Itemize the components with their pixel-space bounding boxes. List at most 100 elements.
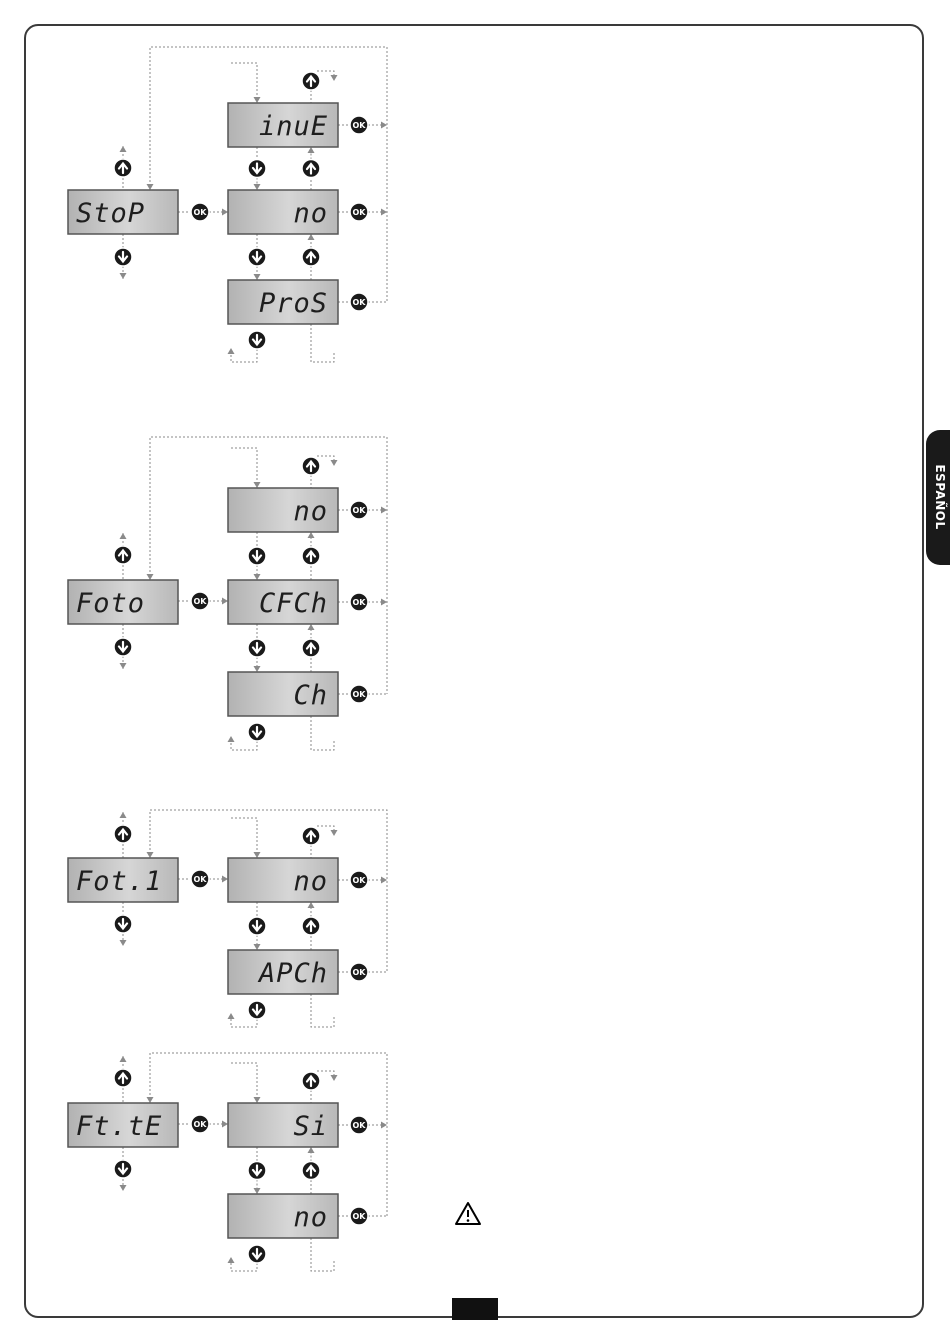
lcd-text: APCh (257, 958, 328, 989)
lcd-text: ProS (259, 288, 328, 319)
arrowhead (222, 598, 228, 605)
ok-button-label: OK (353, 968, 367, 977)
arrowhead (254, 274, 261, 280)
arrowhead (254, 97, 261, 103)
lcd-text: Fot.1 (76, 866, 162, 897)
ok-button-label: OK (194, 1120, 208, 1129)
arrowhead (120, 812, 127, 818)
arrowhead (308, 234, 315, 240)
lcd-text: CFCh (259, 588, 328, 619)
lcd-display: Ft.tE (68, 1103, 178, 1147)
connector-line (311, 1238, 334, 1271)
lcd-text: Si (293, 1111, 328, 1142)
lcd-text: no (293, 866, 328, 897)
arrowhead (120, 273, 127, 279)
lcd-display: CFCh (228, 580, 338, 624)
ok-button-label: OK (194, 875, 208, 884)
ok-button-label: OK (353, 298, 367, 307)
arrowhead (228, 1013, 235, 1019)
arrowhead (381, 877, 387, 884)
connector-line (150, 47, 387, 302)
arrowhead (222, 1121, 228, 1128)
display-group: StoPinuEnoProSFotonoCFChChFot.1noAPChFt.… (68, 103, 338, 1238)
connector-line (311, 994, 334, 1027)
arrowhead (381, 209, 387, 216)
connector-line (311, 324, 334, 362)
ok-button-label: OK (353, 1121, 367, 1130)
arrowhead (228, 736, 235, 742)
lcd-text: Ft.tE (76, 1111, 162, 1142)
connector-line (231, 349, 257, 362)
arrowhead (254, 1097, 261, 1103)
arrowhead (381, 599, 387, 606)
ok-button-label: OK (353, 598, 367, 607)
arrowhead (381, 507, 387, 514)
arrowhead (254, 574, 261, 580)
arrowhead (147, 852, 154, 858)
arrowhead (228, 348, 235, 354)
lcd-display: inuE (228, 103, 338, 147)
lcd-display: no (228, 190, 338, 234)
arrowhead (120, 940, 127, 946)
ok-button-label: OK (194, 597, 208, 606)
arrowhead (308, 532, 315, 538)
arrowhead (254, 666, 261, 672)
arrowhead (120, 146, 127, 152)
lcd-text: Ch (293, 680, 328, 711)
warning-triangle-icon (456, 1203, 480, 1224)
lcd-display: ProS (228, 280, 338, 324)
arrowhead (120, 1185, 127, 1191)
arrowhead (222, 876, 228, 883)
arrowhead (120, 1056, 127, 1062)
arrowhead (147, 184, 154, 190)
connector-line (231, 818, 257, 858)
lcd-text: inuE (259, 111, 328, 142)
arrowhead (331, 830, 338, 836)
arrowhead (254, 482, 261, 488)
ok-button-label: OK (353, 506, 367, 515)
lcd-text: no (293, 1202, 328, 1233)
ok-button-label: OK (353, 208, 367, 217)
lcd-display: Fot.1 (68, 858, 178, 902)
lcd-text: Foto (76, 588, 145, 619)
connector-line (150, 437, 387, 694)
arrowhead (120, 533, 127, 539)
ok-button-label: OK (194, 208, 208, 217)
arrowhead (120, 663, 127, 669)
arrowhead (308, 147, 315, 153)
arrowhead (222, 209, 228, 216)
arrowhead (331, 1075, 338, 1081)
arrowhead (331, 75, 338, 81)
lcd-text: StoP (76, 198, 145, 229)
lcd-display: Ch (228, 672, 338, 716)
lcd-text: no (293, 198, 328, 229)
connector-line (231, 1063, 257, 1103)
lcd-display: StoP (68, 190, 178, 234)
arrowhead (308, 624, 315, 630)
arrowhead (254, 1188, 261, 1194)
arrowhead (331, 460, 338, 466)
connector-line (231, 448, 257, 488)
arrowhead (254, 944, 261, 950)
ok-button-label: OK (353, 121, 367, 130)
arrowhead (147, 1097, 154, 1103)
lcd-display: APCh (228, 950, 338, 994)
arrowhead (381, 122, 387, 129)
arrowhead (308, 902, 315, 908)
arrowhead (254, 852, 261, 858)
lcd-display: no (228, 858, 338, 902)
lcd-display: no (228, 1194, 338, 1238)
lcd-display: Foto (68, 580, 178, 624)
lcd-display: Si (228, 1103, 338, 1147)
lcd-text: no (293, 496, 328, 527)
ok-button-label: OK (353, 1212, 367, 1221)
arrowhead (254, 184, 261, 190)
lcd-display: no (228, 488, 338, 532)
ok-button-label: OK (353, 690, 367, 699)
connector-line (311, 716, 334, 750)
arrowhead (228, 1257, 235, 1263)
arrowhead (308, 1147, 315, 1153)
arrowhead (147, 574, 154, 580)
